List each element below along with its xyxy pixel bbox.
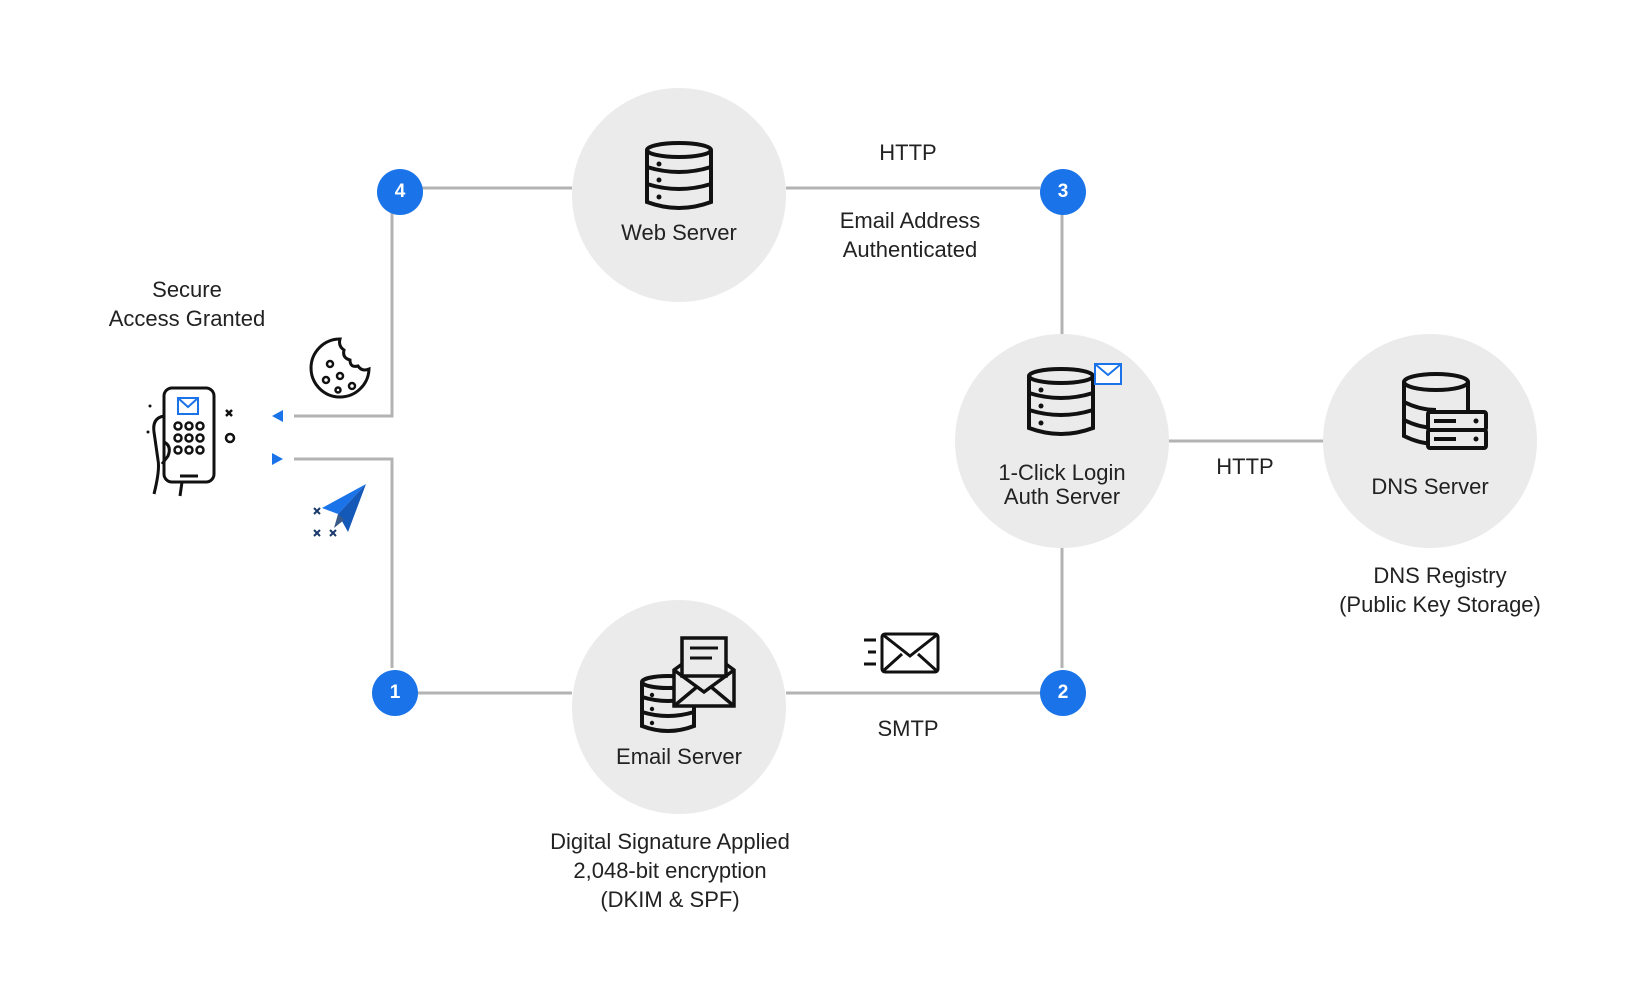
phone-icon bbox=[146, 386, 236, 497]
step-badge-4: 4 bbox=[377, 169, 423, 215]
email-note-2: 2,048-bit encryption bbox=[573, 858, 767, 883]
email-note-3: (DKIM & SPF) bbox=[600, 887, 740, 912]
dns-note-2: (Public Key Storage) bbox=[1339, 592, 1541, 617]
auth-server-label-2: Auth Server bbox=[1003, 484, 1121, 509]
web-auth-note-1: Email Address bbox=[839, 208, 981, 233]
dns-note-1: DNS Registry bbox=[1373, 563, 1507, 588]
arrow-out-icon bbox=[272, 453, 283, 465]
email-auth-protocol: SMTP bbox=[877, 716, 939, 741]
web-server-node: Web Server bbox=[572, 88, 786, 302]
database-mail-icon bbox=[1027, 363, 1122, 436]
step-badge-3: 3 bbox=[1040, 169, 1086, 215]
auth-server-node: 1-Click Login Auth Server bbox=[955, 334, 1169, 548]
dns-server-label: DNS Server bbox=[1371, 474, 1489, 499]
step-badge-2: 2 bbox=[1040, 670, 1086, 716]
client-note-2: Access Granted bbox=[108, 306, 266, 331]
web-auth-note-2: Authenticated bbox=[842, 237, 978, 262]
arrow-in-icon bbox=[272, 410, 283, 422]
step-badge-1: 1 bbox=[372, 670, 418, 716]
paper-plane-icon bbox=[313, 484, 366, 537]
database-icon bbox=[645, 141, 713, 210]
email-database-icon bbox=[640, 636, 736, 733]
client-note-1: Secure bbox=[152, 277, 222, 302]
dns-server-node: DNS Server bbox=[1323, 334, 1537, 548]
email-server-node: Email Server bbox=[572, 600, 786, 814]
edge-client-1 bbox=[294, 457, 394, 668]
web-server-label: Web Server bbox=[621, 220, 737, 245]
email-icon bbox=[864, 632, 940, 674]
edge-4-client bbox=[294, 212, 394, 418]
auth-dns-protocol: HTTP bbox=[1216, 454, 1274, 479]
cookie-icon bbox=[309, 337, 371, 399]
auth-server-label-1: 1-Click Login bbox=[998, 460, 1126, 485]
web-auth-protocol: HTTP bbox=[879, 140, 937, 165]
email-note-1: Digital Signature Applied bbox=[550, 829, 790, 854]
database-server-icon bbox=[1402, 372, 1488, 450]
email-server-label: Email Server bbox=[616, 744, 742, 769]
